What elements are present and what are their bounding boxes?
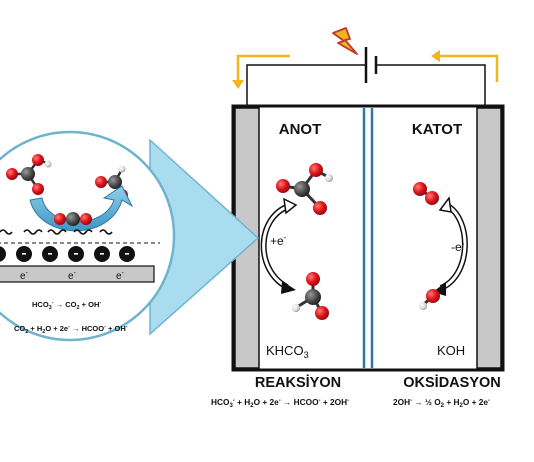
inset-cations <box>0 246 135 262</box>
inset-equation-1: HCO3- → CO2 + OH- <box>32 300 101 311</box>
lightning-bolt-icon <box>332 27 358 55</box>
oxidation-equation: 2OH- → ½ O2 + H2O + 2e- <box>393 397 490 409</box>
inset-electron-label: e- <box>68 270 77 282</box>
inset-co2-molecule <box>54 212 92 226</box>
cathode-electron-label: -e- <box>451 239 465 254</box>
inset-electrode <box>0 265 155 283</box>
inset-equation-2: CO2 + H2O + 2e- → HCOO- + OH- <box>14 324 128 335</box>
zoom-circle <box>0 130 176 342</box>
current-arrow-left <box>236 54 290 82</box>
wire <box>246 64 365 107</box>
oxidation-arrow <box>433 196 468 296</box>
bicarbonate-molecule <box>276 163 333 215</box>
reaction-title: REAKSİYON <box>255 374 341 391</box>
oxidation-title: OKSİDASYON <box>403 374 501 391</box>
cathode-electrolyte-label: KOH <box>437 343 465 358</box>
inset-bicarbonate-molecule <box>6 154 52 195</box>
reduction-arrow <box>260 197 298 294</box>
current-arrow-right-head <box>431 50 440 62</box>
anode-electrolyte-label: KHCO3 <box>266 343 309 360</box>
oxygen-molecule <box>413 182 439 205</box>
hydroxide-molecule <box>419 289 440 310</box>
wire <box>377 64 486 107</box>
anode-electron-label: +e- <box>270 233 287 248</box>
current-arrow-left-head <box>232 80 244 89</box>
cathode-label: KATOT <box>412 121 462 138</box>
electrolysis-cell: ANOT KATOT KHCO3 KOH +e- -e- <box>231 104 505 372</box>
cathode-electrode <box>476 107 502 369</box>
anode-label: ANOT <box>279 121 322 138</box>
formate-molecule <box>292 272 329 320</box>
zoom-inset: e- e- e- HCO3- → CO2 + OH- CO2 + H2O + 2… <box>0 130 260 342</box>
external-circuit <box>232 27 499 107</box>
inset-electron-label: e- <box>116 270 125 282</box>
inset-electron-label: e- <box>20 270 29 282</box>
current-arrow-right <box>440 54 499 82</box>
inset-cation-row <box>0 229 113 235</box>
reduction-equation: HCO3- + H2O + 2e- → HCOO- + 2OH- <box>211 397 349 409</box>
